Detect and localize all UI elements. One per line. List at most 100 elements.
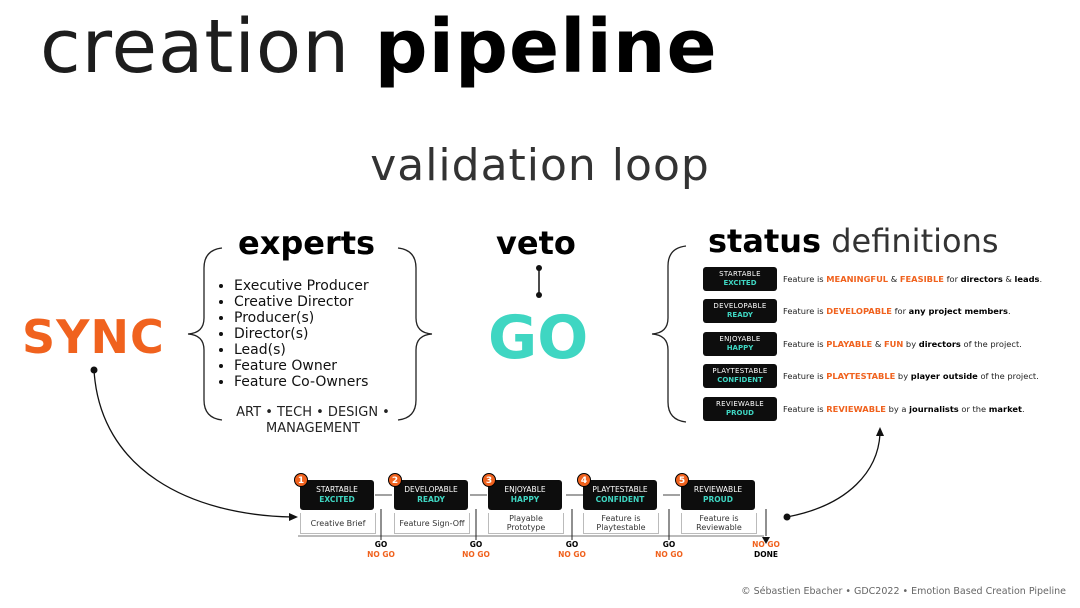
gate-lines: [380, 509, 767, 540]
status-description-part: PLAYTESTABLE: [826, 371, 896, 381]
gate-bottom-label: NO GO: [462, 550, 490, 559]
veto-dot-top: [536, 265, 542, 271]
page-title: creation pipeline: [40, 2, 718, 92]
status-badge-state: PROUD: [726, 409, 754, 417]
status-left-brace: [651, 245, 687, 423]
status-badge-name: STARTABLE: [719, 270, 761, 278]
status-description-part: REVIEWABLE: [826, 404, 886, 414]
status-description: Feature is PLAYTESTABLE by player outsid…: [783, 371, 1039, 381]
expert-item: Lead(s): [234, 342, 369, 358]
status-description-part: for: [891, 306, 909, 316]
gate-bottom-label: NO GO: [655, 550, 683, 559]
step-number-badge: 4: [577, 473, 591, 487]
gate-top-label: GO: [565, 540, 579, 549]
experts-right-brace: [397, 247, 433, 421]
status-description-part: Feature is: [783, 339, 827, 349]
pipeline-step-name: REVIEWABLE: [693, 485, 743, 494]
go-label: GO: [488, 303, 589, 373]
status-description: Feature is PLAYABLE & FUN by directors o…: [783, 339, 1022, 349]
gate-bottom-label: DONE: [753, 550, 778, 559]
status-description-part: for: [943, 274, 961, 284]
pipeline-step-state: HAPPY: [510, 495, 540, 504]
expert-item: Feature Co-Owners: [234, 374, 369, 390]
experts-disciplines: ART • TECH • DESIGN • MANAGEMENT: [236, 405, 390, 436]
status-description-part: of the project.: [960, 339, 1022, 349]
status-description-part: journalists: [909, 404, 959, 414]
expert-item: Creative Director: [234, 294, 369, 310]
expert-item: Director(s): [234, 326, 369, 342]
experts-left-brace: [187, 247, 223, 421]
status-description-part: .: [1007, 306, 1011, 316]
gate-top-label: GO: [374, 540, 388, 549]
status-description-part: by: [895, 371, 911, 381]
gate-bottom-label: NO GO: [558, 550, 586, 559]
status-badge-state: CONFIDENT: [717, 376, 763, 384]
status-description-part: any project members: [908, 306, 1008, 316]
status-heading-light: definitions: [831, 222, 999, 260]
status-description-part: directors: [918, 339, 961, 349]
gate-bottom-label: NO GO: [367, 550, 395, 559]
title-light: creation: [40, 4, 351, 90]
pipeline-step-name: ENJOYABLE: [504, 485, 546, 494]
status-description-part: .: [1039, 274, 1043, 284]
experts-list: Executive Producer Creative Director Pro…: [220, 278, 369, 390]
step-number-badge: 2: [388, 473, 402, 487]
done-arrow-head: [762, 537, 770, 544]
expert-item: Executive Producer: [234, 278, 369, 294]
status-description-part: DEVELOPABLE: [826, 306, 892, 316]
status-description-part: MEANINGFUL: [826, 274, 889, 284]
status-description-part: Feature is: [783, 404, 827, 414]
status-description-part: Feature is: [783, 371, 827, 381]
pipeline-step-state: CONFIDENT: [595, 495, 645, 504]
status-description-part: FUN: [883, 339, 904, 349]
pipeline-step-state: READY: [417, 495, 445, 504]
sync-arrow: [93, 369, 293, 518]
pipeline-step-name: STARTABLE: [316, 485, 358, 494]
status-badge-state: EXCITED: [723, 279, 757, 287]
expert-item: Producer(s): [234, 310, 369, 326]
status-description-part: or the: [958, 404, 989, 414]
footer-credit: © Sébastien Ebacher • GDC2022 • Emotion …: [741, 586, 1066, 597]
pipeline-deliverable: Feature is Playtestable: [583, 513, 659, 534]
gate-top-label: GO: [469, 540, 483, 549]
status-description: Feature is REVIEWABLE by a journalists o…: [783, 404, 1025, 414]
status-badge-name: REVIEWABLE: [715, 400, 764, 408]
step-number-badge: 5: [675, 473, 689, 487]
status-description-part: Feature is: [783, 306, 827, 316]
status-badge-name: ENJOYABLE: [719, 335, 761, 343]
status-description-part: &: [1002, 274, 1015, 284]
pipeline-deliverable: Feature is Reviewable: [681, 513, 757, 534]
status-description-part: leads: [1014, 274, 1040, 284]
step-number-badge: 3: [482, 473, 496, 487]
veto-dot-bottom: [536, 292, 542, 298]
status-badge-state: READY: [727, 311, 753, 319]
status-badge-name: PLAYTESTABLE: [712, 367, 768, 375]
step-number-badge: 1: [294, 473, 308, 487]
status-description-part: &: [872, 339, 884, 349]
status-description-part: player outside: [910, 371, 978, 381]
sync-arrow-head: [289, 513, 298, 521]
pipeline-step-name: DEVELOPABLE: [404, 485, 458, 494]
subtitle: validation loop: [370, 140, 710, 191]
pipeline-step-name: PLAYTESTABLE: [592, 485, 648, 494]
status-badge-state: HAPPY: [726, 344, 754, 352]
veto-heading: veto: [496, 224, 576, 262]
pipeline-step-state: PROUD: [703, 495, 733, 504]
experts-heading: experts: [238, 224, 376, 262]
pipeline-deliverable: Creative Brief: [300, 513, 376, 534]
